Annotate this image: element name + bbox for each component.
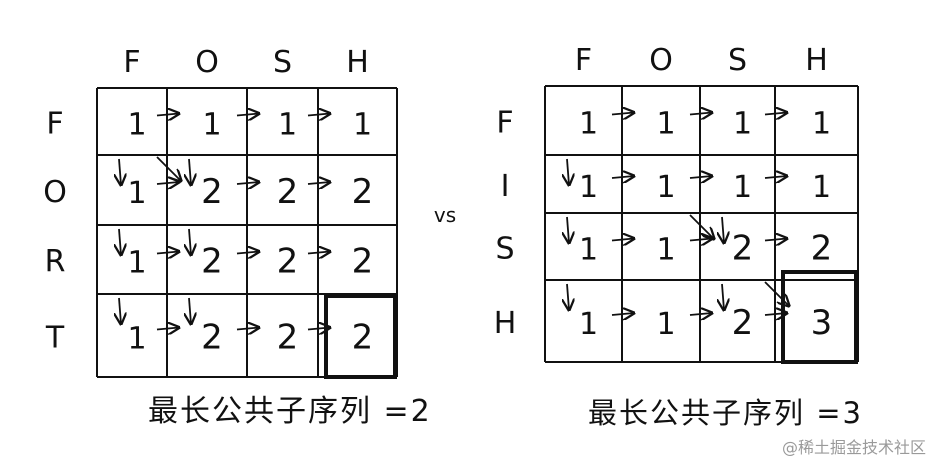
right-arrow [156,182,179,184]
down-arrow [189,228,191,255]
right-arrow [236,182,259,184]
right-arrow [764,176,787,178]
cell-value: 1 [656,107,675,142]
column-label: H [346,45,369,80]
cell-value: 1 [202,108,221,143]
right-arrow [611,313,634,315]
cell-value: 1 [812,107,831,142]
row-label: H [494,306,517,341]
row-label: O [43,175,67,210]
right-arrow [307,182,330,184]
cell-value: 2 [201,172,223,212]
diagonal-arrow [689,214,714,239]
down-arrow [567,283,569,310]
cell-value: 2 [277,242,299,282]
down-arrow [119,158,121,185]
cell-value: 1 [733,170,752,205]
right-arrow [611,113,634,115]
vs-label: vs [434,203,456,227]
cell-value: 2 [277,318,299,358]
down-arrow [567,158,569,185]
cell-value: 2 [352,242,374,282]
cell-value: 1 [278,108,297,143]
right-arrow [689,313,712,315]
down-arrow [119,297,121,324]
cell-value: 1 [579,233,598,268]
cell-value: 1 [127,246,146,281]
down-arrow [189,297,191,324]
cell-value: 3 [811,303,833,343]
cell-value: 1 [579,170,598,205]
column-label: O [195,45,219,80]
right-arrow [307,114,330,116]
cell-value: 2 [277,172,299,212]
column-label: O [649,43,673,78]
down-arrow [119,228,121,255]
row-label: F [496,106,513,141]
cell-value: 1 [127,108,146,143]
down-arrow [722,283,724,310]
column-label: F [575,43,592,78]
column-label: S [273,45,292,80]
right-arrow [764,113,787,115]
row-label: T [45,321,65,356]
down-arrow [722,216,724,243]
right-arrow [236,328,259,330]
right-arrow [156,328,179,330]
diagonal-arrow [764,281,789,306]
row-label: S [495,232,514,267]
cell-value: 2 [352,318,374,358]
right-arrow [764,239,787,241]
cell-value: 2 [811,229,833,269]
cell-value: 1 [656,307,675,342]
cell-value: 2 [201,318,223,358]
column-label: F [123,45,140,80]
cell-value: 1 [127,176,146,211]
caption-right: 最长公共子序列 =3 [588,396,863,430]
down-arrow [567,216,569,243]
cell-value: 1 [656,170,675,205]
right-arrow [236,114,259,116]
cell-value: 1 [579,307,598,342]
cell-value: 1 [733,107,752,142]
right-arrow [611,239,634,241]
column-label: H [805,43,828,78]
cell-value: 1 [353,108,372,143]
row-label: R [45,245,66,280]
cell-value: 1 [656,233,675,268]
down-arrow [189,158,191,185]
watermark: @稀土掘金技术社区 [781,438,926,457]
row-label: F [46,107,63,142]
right-arrow [689,239,712,241]
answer-cell-box [324,294,397,379]
right-arrow [689,113,712,115]
answer-cell-box [781,270,858,364]
row-label: I [501,169,510,204]
right-arrow [156,114,179,116]
cell-value: 2 [732,303,754,343]
cell-value: 2 [201,242,223,282]
right-arrow [156,252,179,254]
cell-value: 1 [127,322,146,357]
cell-value: 2 [732,229,754,269]
diagonal-arrow [156,156,181,181]
column-label: S [728,43,747,78]
right-arrow [236,252,259,254]
right-arrow [611,176,634,178]
caption-left: 最长公共子序列 =2 [148,394,432,429]
right-arrow [689,176,712,178]
cell-value: 1 [579,107,598,142]
cell-value: 2 [352,172,374,212]
right-arrow [307,252,330,254]
cell-value: 1 [812,170,831,205]
